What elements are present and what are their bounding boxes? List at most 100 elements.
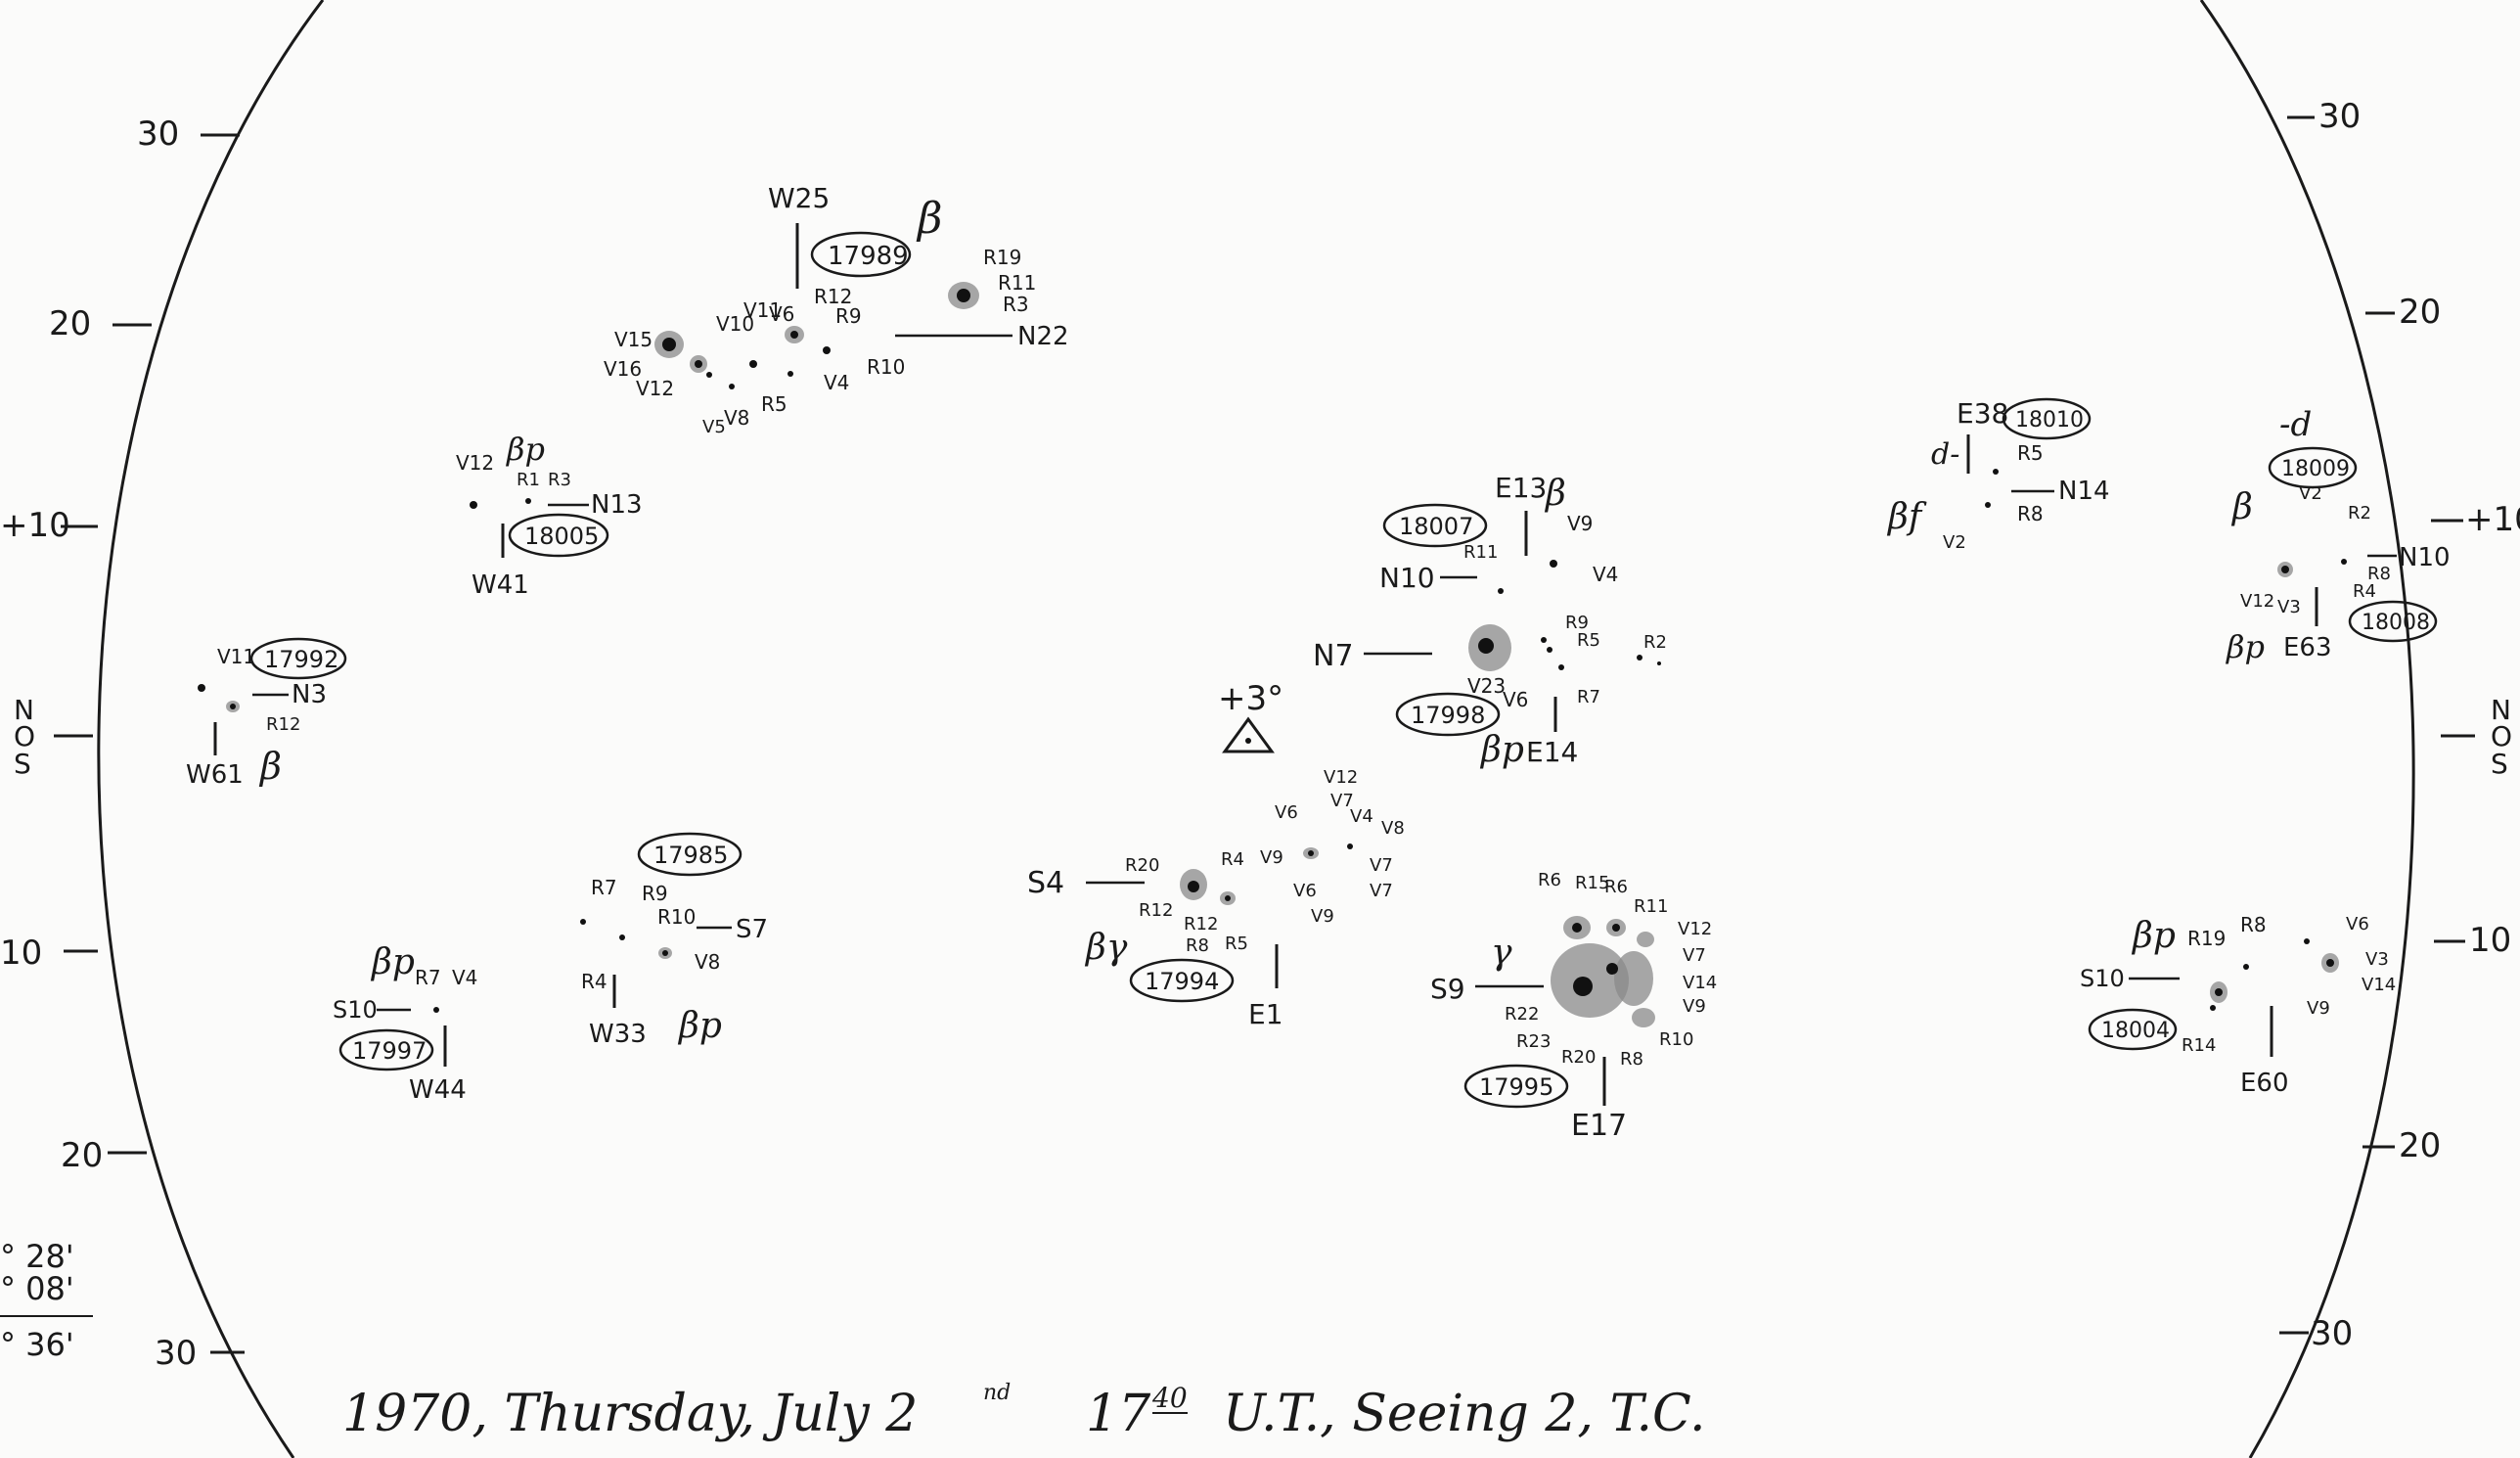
equator-letter: O xyxy=(14,720,35,752)
spot-label: V2 xyxy=(2299,483,2322,504)
group-id: 17989 xyxy=(828,242,909,271)
group-17997: βp R7 V4 S10 17997 W44 xyxy=(333,942,477,1105)
spot-label: V14 xyxy=(1683,973,1717,993)
spot-label: V2 xyxy=(1943,532,1966,553)
spot-label: R19 xyxy=(983,246,1021,269)
spot-label: R5 xyxy=(761,392,788,416)
group-latitude: N22 xyxy=(1017,322,1069,351)
spot-label: R5 xyxy=(2017,441,2044,465)
solar-limb-right xyxy=(2199,0,2415,1458)
spot-label: V9 xyxy=(1311,906,1334,927)
group-17992: V11 17992 N3 R12 W61 β xyxy=(186,637,347,790)
caption-rest: U.T., Seeing 2, T.C. xyxy=(1223,1385,1706,1443)
left-scale-label: 20 xyxy=(61,1136,103,1175)
left-scale-label: 10 xyxy=(0,934,42,973)
spot-label: V11 xyxy=(743,298,782,322)
group-id: 18005 xyxy=(524,523,599,550)
group-id-oval xyxy=(637,832,742,877)
spot-label: V8 xyxy=(695,950,720,974)
group-position: E63 xyxy=(2283,633,2332,662)
equator-letter: S xyxy=(14,748,31,780)
group-position: E13 xyxy=(1495,472,1547,504)
spot-label: R2 xyxy=(2348,503,2371,524)
spot-label: R9 xyxy=(835,304,862,328)
group-id: 17994 xyxy=(1145,968,1219,995)
group-18008: N10 R8 R4 V12 V3 18008 βp E63 xyxy=(2226,543,2451,665)
group-position: E38 xyxy=(1957,397,2008,430)
left-scale-label: 30 xyxy=(155,1334,197,1373)
spot-label: R10 xyxy=(867,355,905,379)
group-position: E60 xyxy=(2240,1069,2289,1098)
corner-note: ° 28' xyxy=(0,1238,74,1275)
group-position: W44 xyxy=(409,1075,467,1105)
group-latitude: S10 xyxy=(333,996,378,1024)
group-17998: N7 V23 V6 R9 R5 R2 R7 17998 βp E14 xyxy=(1313,613,1667,770)
spot-label: V6 xyxy=(769,302,794,326)
spot-label: V9 xyxy=(1567,512,1593,535)
group-id-oval xyxy=(1463,1064,1569,1109)
group-id-oval xyxy=(2088,1008,2178,1051)
spot-label: V12 xyxy=(1678,919,1712,939)
group-id-oval xyxy=(1395,692,1501,737)
magnetic-class: β xyxy=(916,194,942,244)
spot-label: R7 xyxy=(591,876,617,899)
group-17989: W25 17989 β N22 V15 V16 V12 V5 V8 V10 V1… xyxy=(604,182,1069,437)
caption-date: 1970, Thursday, July 2 xyxy=(342,1385,918,1443)
group-id-oval xyxy=(2268,446,2358,489)
group-position: E1 xyxy=(1248,998,1283,1030)
equator-letter: O xyxy=(2491,720,2512,752)
spot-label: V7 xyxy=(1683,945,1706,966)
equator-letter: S xyxy=(2491,748,2508,780)
spot-label: V3 xyxy=(2277,597,2301,617)
spot-label: R20 xyxy=(1561,1047,1596,1068)
group-position: E14 xyxy=(1526,736,1578,768)
group-id: 18008 xyxy=(2362,611,2430,635)
spot-label: V16 xyxy=(604,357,642,381)
magnetic-class: γ xyxy=(1491,933,1512,973)
spot-label: R8 xyxy=(2240,913,2267,936)
spot-label: R14 xyxy=(2182,1035,2216,1056)
right-scale-label: +10 xyxy=(2465,500,2520,539)
spot-label: R6 xyxy=(1604,877,1628,897)
equator-letter: N xyxy=(14,694,34,726)
group-17995: R6 R15 R6 R11 V12 V7 V14 V9 R10 R8 R20 R… xyxy=(1430,870,1717,1143)
spot-label: R1 xyxy=(517,470,540,490)
spot-label: R7 xyxy=(415,966,441,989)
spot-label: V10 xyxy=(716,312,754,336)
group-latitude: N10 xyxy=(1379,562,1435,594)
spot-label: V9 xyxy=(1260,847,1283,868)
spot-label: R15 xyxy=(1575,873,1609,893)
sun-center-label: +3° xyxy=(1218,679,1283,718)
group-id: 17998 xyxy=(1411,702,1485,729)
magnetic-class: βp xyxy=(506,431,545,468)
group-latitude: S10 xyxy=(2080,965,2125,992)
spot-label: V4 xyxy=(452,966,477,989)
sun-center-marker: +3° xyxy=(1218,679,1283,753)
equator-letter: N xyxy=(2491,694,2511,726)
group-18005: V12 βp R1 R3 N13 18005 W41 xyxy=(456,431,643,600)
drawing-caption: 1970, Thursday, July 2 nd 17 40 U.T., Se… xyxy=(342,1381,1706,1443)
group-latitude: N13 xyxy=(591,490,643,520)
spot-label: V9 xyxy=(2307,998,2330,1019)
group-id: 18007 xyxy=(1399,513,1473,540)
group-id-oval xyxy=(1382,503,1488,548)
spot-label: V7 xyxy=(1370,855,1393,876)
group-id-oval xyxy=(2348,600,2438,643)
group-id-oval xyxy=(249,637,347,680)
group-latitude: N3 xyxy=(292,680,327,709)
spot-label: R10 xyxy=(1659,1029,1693,1050)
magnetic-class: βγ xyxy=(1084,928,1128,968)
magnetic-class: βp xyxy=(2226,628,2265,665)
group-id-oval xyxy=(338,1028,434,1071)
caption-minutes: 40 xyxy=(1151,1382,1188,1414)
magnetic-class: βf xyxy=(1886,497,1927,537)
left-scale-label: +10 xyxy=(0,506,70,545)
spot-label: R19 xyxy=(2187,927,2226,950)
spot-label: R12 xyxy=(814,285,852,308)
spot-label: R8 xyxy=(1620,1049,1643,1070)
left-scale-label: 30 xyxy=(137,114,179,154)
spot-label: V7 xyxy=(1370,881,1393,901)
group-position: E17 xyxy=(1571,1109,1627,1143)
group-position: W61 xyxy=(186,760,244,790)
